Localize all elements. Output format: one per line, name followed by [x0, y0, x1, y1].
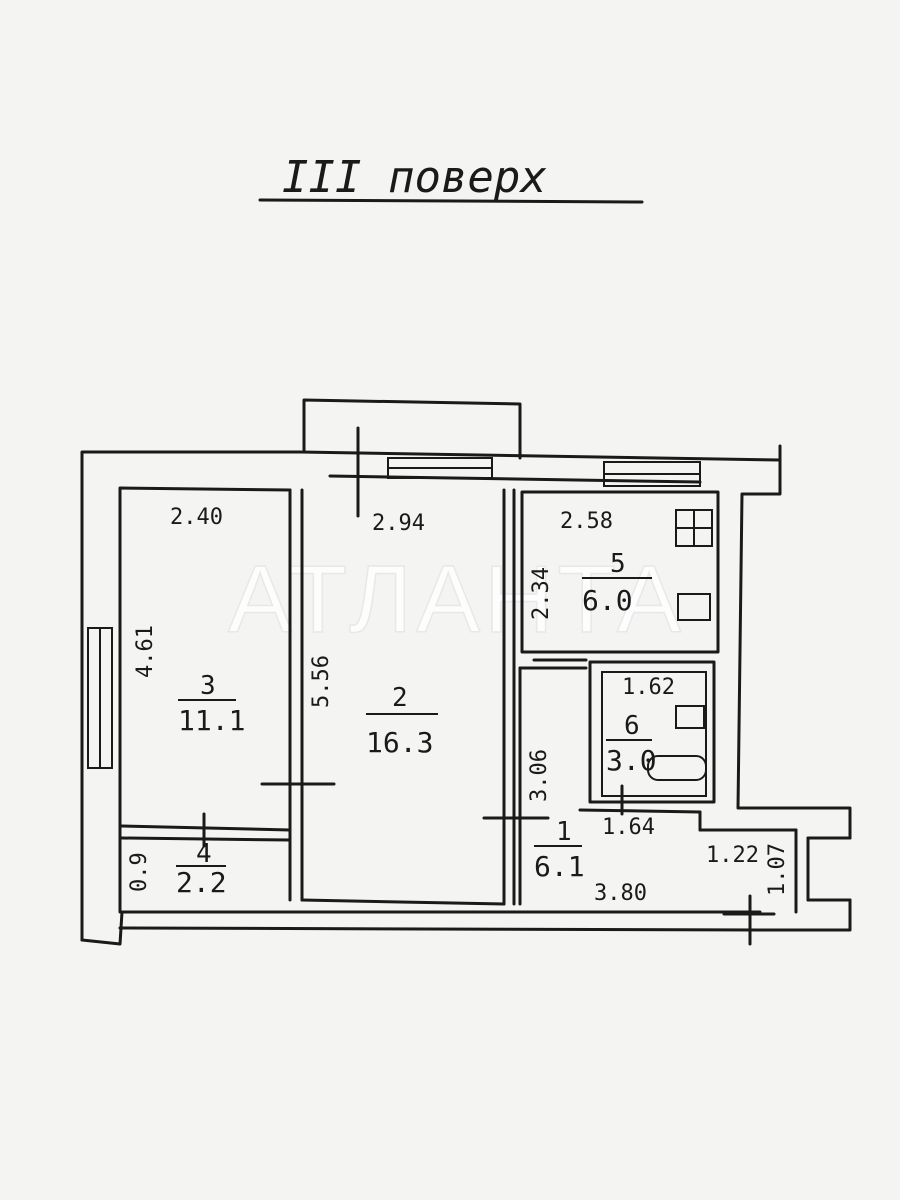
wall-room2-bottom	[300, 898, 506, 906]
room-label-4: 4 2.2	[176, 839, 227, 899]
dim-hall-width: 3.80	[594, 881, 647, 906]
room-label-6: 6 3.0	[606, 711, 657, 777]
dim-room2-length: 5.56	[309, 655, 334, 708]
washbasin-icon	[675, 705, 705, 729]
dim-room2-width: 2.94	[372, 511, 425, 536]
inner-face-top	[328, 474, 702, 484]
balcony-outline	[302, 398, 522, 460]
bathroom-inner	[601, 671, 707, 797]
title-underline	[258, 198, 644, 204]
room-number: 1	[556, 817, 572, 847]
outer-wall-bottom-outer	[118, 926, 762, 932]
wall-hall-mid	[578, 808, 702, 814]
room-labels: 3 11.1 2 16.3 5 6.0 6 3.0 1 6.1 4 2.2	[176, 549, 657, 899]
dim-bath-width: 1.62	[622, 675, 675, 700]
dim-entry-length: 1.07	[765, 843, 790, 896]
room-label-3: 3 11.1	[178, 671, 245, 737]
kitchen-outline	[520, 490, 720, 654]
bathroom-outline	[588, 660, 716, 804]
interior-walls	[120, 426, 798, 946]
room-label-5: 5 6.0	[582, 549, 652, 617]
dimensions: 2.40 4.61 2.94 5.56 2.58 2.34 1.62 3.06 …	[127, 505, 790, 906]
room-label-2: 2 16.3	[366, 683, 438, 759]
room-area: 3.0	[606, 744, 657, 777]
outer-walls	[80, 398, 852, 946]
inner-face-left	[118, 486, 292, 914]
outer-wall-right-lower	[758, 898, 852, 932]
room-area: 16.3	[366, 726, 433, 759]
dim-entry-width: 1.22	[706, 843, 759, 868]
floor-title-group: III поверх	[258, 152, 644, 204]
wall-storage-top-a	[120, 824, 292, 832]
room-number: 6	[624, 711, 640, 741]
room-area: 6.0	[582, 584, 633, 617]
room-area: 2.2	[176, 866, 227, 899]
room-label-1: 1 6.1	[534, 817, 585, 883]
room-area: 11.1	[178, 704, 245, 737]
wall-storage-top-b	[120, 836, 292, 842]
room-number: 3	[200, 671, 216, 701]
room-area: 6.1	[534, 850, 585, 883]
dim-storage-depth: 0.9	[127, 852, 152, 892]
dim-room3-width: 2.40	[170, 505, 223, 530]
dim-kitchen-width: 2.58	[560, 509, 613, 534]
outer-wall-top	[298, 450, 782, 462]
outer-wall-right-upper	[736, 444, 852, 840]
dim-hall-length: 3.06	[527, 749, 552, 802]
room-number: 5	[610, 549, 626, 579]
floor-title: III поверх	[282, 152, 547, 203]
sink-icon	[677, 593, 711, 621]
bathtub-icon	[647, 755, 707, 781]
room-number: 4	[196, 839, 212, 869]
dim-hall-width-mid: 1.64	[602, 815, 655, 840]
dim-room3-length: 4.61	[133, 625, 158, 678]
dim-kitchen-length: 2.34	[529, 567, 554, 620]
outer-wall-left	[80, 450, 302, 942]
room-number: 2	[392, 683, 408, 713]
